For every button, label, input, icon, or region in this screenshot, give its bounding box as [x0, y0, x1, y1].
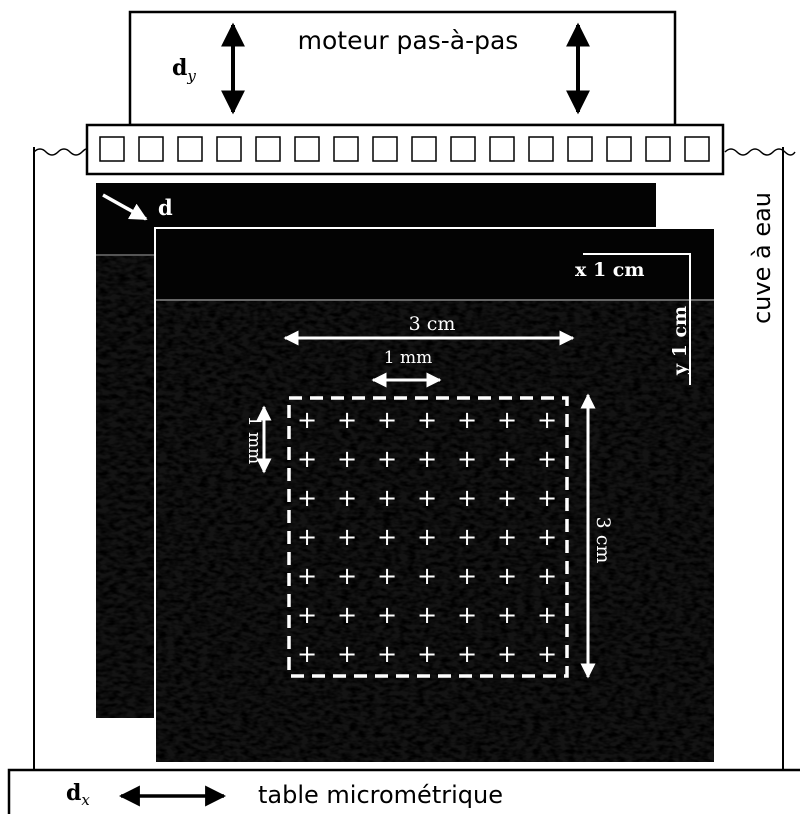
grid-marker: +	[417, 484, 437, 512]
grid-marker: +	[457, 640, 477, 668]
table-label: table micrométrique	[258, 781, 503, 809]
transducer-element	[138, 136, 164, 162]
transducer-element	[255, 136, 281, 162]
grid-marker: +	[337, 484, 357, 512]
grid-marker: +	[337, 523, 357, 551]
water-surface-right	[724, 148, 796, 156]
grid-marker: +	[537, 445, 557, 473]
grid-marker: +	[377, 484, 397, 512]
grid-marker: +	[297, 484, 317, 512]
transducer-element	[216, 136, 242, 162]
transducer-element	[645, 136, 671, 162]
dx-sub: x	[81, 791, 90, 809]
dx-label: dx	[66, 780, 90, 809]
grid-marker: +	[537, 640, 557, 668]
transducer-element	[606, 136, 632, 162]
grid-marker: +	[337, 601, 357, 629]
grid-marker: +	[457, 445, 477, 473]
grid-marker: +	[497, 445, 517, 473]
scale-bar-corner	[583, 253, 691, 385]
grid-marker: +	[297, 640, 317, 668]
grid-marker: +	[497, 640, 517, 668]
transducer-element	[528, 136, 554, 162]
grid-marker: +	[417, 523, 437, 551]
transducer-element	[372, 136, 398, 162]
grid-marker: +	[497, 562, 517, 590]
water-surface-left	[33, 148, 88, 156]
grid-marker: +	[537, 601, 557, 629]
grid-marker: +	[417, 406, 437, 434]
grid-marker: +	[377, 562, 397, 590]
grid-marker: +	[297, 523, 317, 551]
motor-label: moteur pas-à-pas	[298, 26, 519, 55]
offset-arrow	[102, 193, 148, 221]
grid-marker: +	[457, 406, 477, 434]
grid-marker: +	[377, 523, 397, 551]
grid-marker: +	[377, 601, 397, 629]
offset-label: d	[158, 195, 173, 220]
grid-marker: +	[297, 601, 317, 629]
grid-marker: +	[537, 406, 557, 434]
grid-marker: +	[497, 406, 517, 434]
pitch-y-label: 1 mm	[244, 416, 264, 464]
grid-marker: +	[377, 640, 397, 668]
grid-marker: +	[417, 601, 437, 629]
grid-marker: +	[497, 523, 517, 551]
grid-marker: +	[417, 640, 437, 668]
grid-marker: +	[337, 445, 357, 473]
grid-marker: +	[337, 562, 357, 590]
dy-label: dy	[172, 55, 196, 85]
transducer-element	[567, 136, 593, 162]
transducer-element	[450, 136, 476, 162]
transducer-element	[99, 136, 125, 162]
grid-marker: +	[417, 562, 437, 590]
dy-sub: y	[186, 67, 196, 85]
grid-marker: +	[337, 640, 357, 668]
grid-marker: +	[457, 523, 477, 551]
grid-marker: +	[337, 406, 357, 434]
transducer-element	[294, 136, 320, 162]
grid-marker: +	[457, 562, 477, 590]
water-tank-wall	[33, 147, 784, 770]
grid-marker: +	[297, 406, 317, 434]
grid-marker: +	[537, 523, 557, 551]
tank-label: cuve à eau	[748, 192, 776, 324]
grid-marker: +	[457, 484, 477, 512]
micrometric-table	[7, 768, 800, 814]
grid-marker: +	[297, 445, 317, 473]
transducer-element	[333, 136, 359, 162]
grid-marker: +	[537, 562, 557, 590]
grid-marker: +	[377, 445, 397, 473]
measurement-grid: + + + + + + + + + + + + + + + + + + + + + + + + + + + + + + + + + + + + + + + +…	[297, 406, 557, 668]
x-scale-label: x 1 cm	[575, 259, 644, 281]
scan-region	[287, 396, 569, 678]
transducer-element	[411, 136, 437, 162]
grid-marker: +	[537, 484, 557, 512]
grid-marker: +	[417, 445, 437, 473]
y-scale-label: y 1 cm	[669, 306, 691, 376]
pitch-x-label: 1 mm	[384, 348, 432, 368]
front-ultrasound-image	[154, 227, 716, 764]
dy-main: d	[172, 55, 187, 81]
height-dimension-label: 3 cm	[592, 517, 614, 564]
transducer-element	[489, 136, 515, 162]
transducer-elements	[99, 136, 710, 162]
grid-marker: +	[377, 406, 397, 434]
grid-marker: +	[497, 601, 517, 629]
dx-main: d	[66, 780, 81, 806]
transducer-element	[684, 136, 710, 162]
grid-marker: +	[297, 562, 317, 590]
grid-marker: +	[497, 484, 517, 512]
width-dimension-label: 3 cm	[409, 313, 456, 335]
grid-marker: +	[457, 601, 477, 629]
transducer-element	[177, 136, 203, 162]
